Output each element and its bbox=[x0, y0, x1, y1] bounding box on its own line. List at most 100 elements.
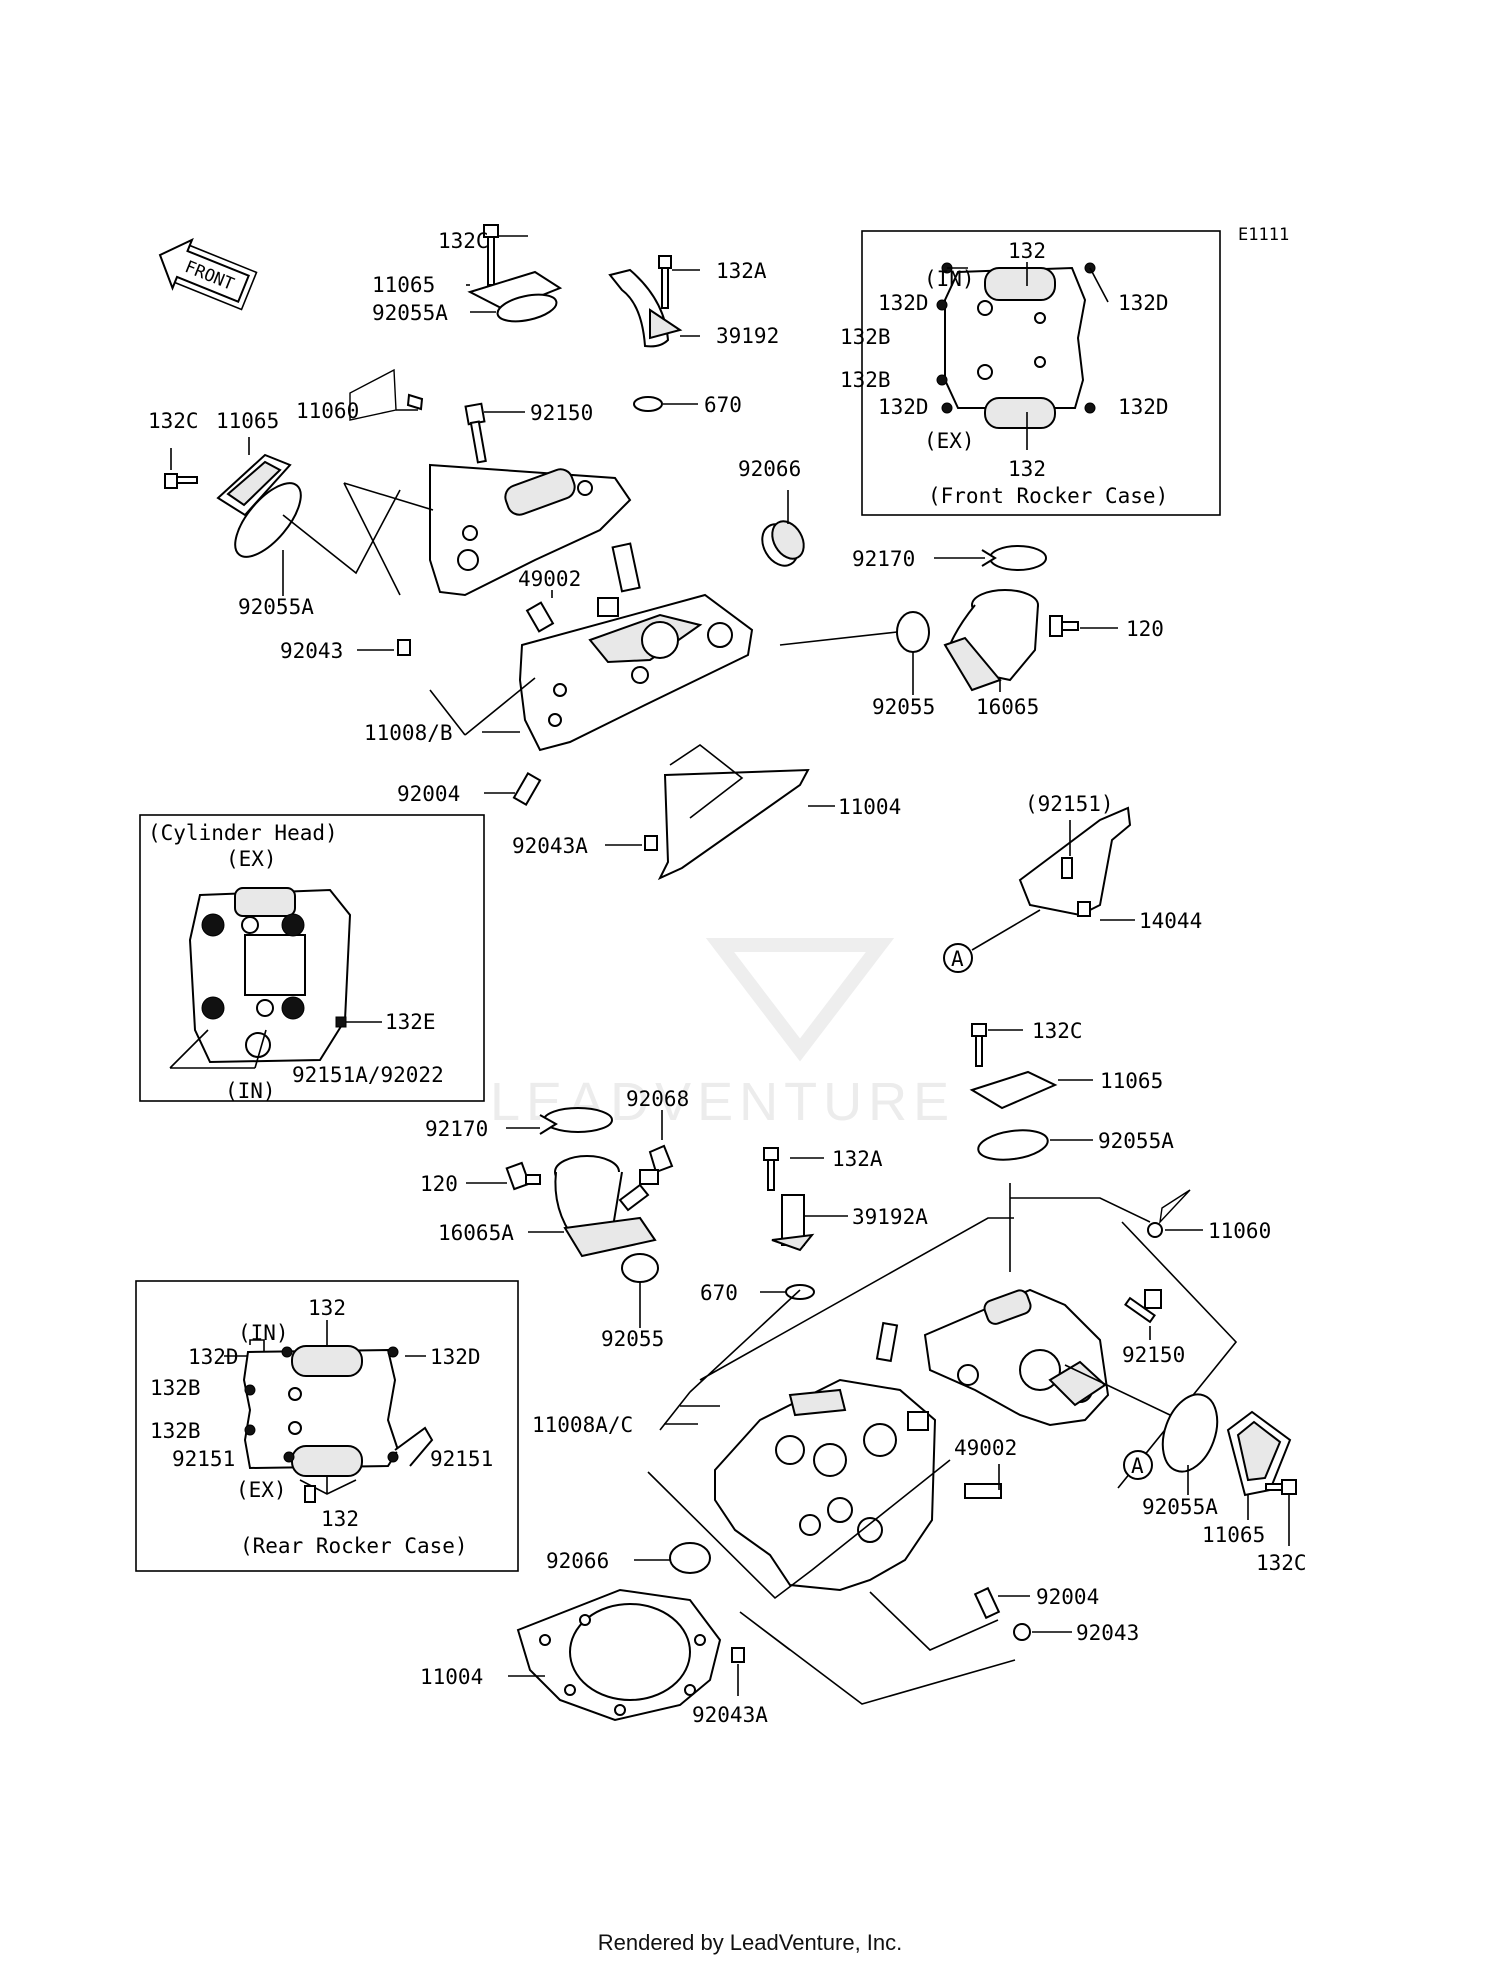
callout-670-mid: 670 bbox=[700, 1281, 738, 1305]
cap-11065-mid bbox=[969, 1070, 1058, 1110]
callout-39192: 39192 bbox=[716, 324, 779, 348]
inset-front-label-bottom: 132 bbox=[1008, 457, 1046, 481]
callout-49002-mid: 49002 bbox=[954, 1436, 1017, 1460]
inset-rear-label-tl: 132D bbox=[188, 1345, 239, 1369]
marker-a-mid bbox=[1123, 1450, 1153, 1480]
stud-92004-bot bbox=[973, 1586, 1001, 1620]
rear-cylinder-assembly: 132C 11065 92055A 92068 92170 bbox=[420, 1019, 1307, 1727]
callout-92150-mid: 92150 bbox=[1122, 1343, 1185, 1367]
marker-a-mid-label: A bbox=[1131, 1454, 1144, 1478]
front-arrow-icon: FRONT bbox=[158, 237, 258, 311]
callout-92055-mid: 92055 bbox=[601, 1327, 664, 1351]
manifold-16065a bbox=[554, 1155, 657, 1258]
guide-49002-mid-b bbox=[964, 1483, 1002, 1499]
oring-670-top bbox=[633, 396, 663, 412]
inset-front-rocker-case: 132 (IN) 132D 132D 132B 132B 132D 132D (… bbox=[840, 230, 1221, 516]
inset-rear-rocker-case: 132 (IN) 132D 132D 132B 132B 92151 92151… bbox=[135, 1280, 519, 1572]
callout-16065a: 16065A bbox=[438, 1221, 514, 1245]
plug-92066-top bbox=[761, 520, 805, 567]
front-cylinder-assembly: 132C 11065 92055A 132A 39192 670 bbox=[148, 224, 1202, 973]
callout-120-mid: 120 bbox=[420, 1172, 458, 1196]
inset-rear-label-top: 132 bbox=[308, 1296, 346, 1320]
callout-92151-paren: (92151) bbox=[1025, 792, 1114, 816]
inset-rear-label-l3: 132B bbox=[150, 1419, 201, 1443]
plug-92066-bot bbox=[669, 1542, 711, 1574]
callout-11065-mid: 11065 bbox=[1100, 1069, 1163, 1093]
oring-92055-mid bbox=[621, 1253, 659, 1283]
callout-670-top: 670 bbox=[704, 393, 742, 417]
callout-11060-top: 11060 bbox=[296, 399, 359, 423]
watermark: LEADVENTURE bbox=[490, 938, 949, 1132]
dowel-11060-mid bbox=[1147, 1222, 1163, 1238]
callout-14044: 14044 bbox=[1139, 909, 1202, 933]
cap-11065-left bbox=[164, 453, 292, 517]
callout-92066-top: 92066 bbox=[738, 457, 801, 481]
callout-120-top: 120 bbox=[1126, 617, 1164, 641]
inset-rear-label-bottom: 132 bbox=[321, 1507, 359, 1531]
guide-49002-top bbox=[525, 542, 641, 633]
bolt-120-mid bbox=[505, 1161, 541, 1191]
cylinder-head-front bbox=[518, 593, 754, 752]
gasket-11004-top bbox=[657, 768, 810, 881]
rocker-case-front bbox=[429, 463, 632, 597]
callout-92170-top: 92170 bbox=[852, 547, 915, 571]
inset-cylinder-label-nut: 92151A/92022 bbox=[292, 1063, 444, 1087]
cylinder-head-rear bbox=[714, 1378, 937, 1592]
oring-92055a-left bbox=[234, 482, 302, 558]
inset-front-label-l2: 132B bbox=[840, 325, 891, 349]
callout-92170-mid: 92170 bbox=[425, 1117, 488, 1141]
inset-front-label-bl: 132D bbox=[878, 395, 929, 419]
bolt-92150-top bbox=[464, 402, 487, 464]
inset-rear-label-br: 92151 bbox=[430, 1447, 493, 1471]
callout-132c-bot: 132C bbox=[1256, 1551, 1307, 1575]
callout-92150-top: 92150 bbox=[530, 401, 593, 425]
callout-92055a-top: 92055A bbox=[372, 301, 448, 325]
callout-92004-top: 92004 bbox=[397, 782, 460, 806]
callout-11060-mid: 11060 bbox=[1208, 1219, 1271, 1243]
callout-16065: 16065 bbox=[976, 695, 1039, 719]
dowel-11060-top bbox=[406, 393, 424, 411]
inset-cylinder-label-bolt: 132E bbox=[385, 1010, 436, 1034]
callout-132a-mid: 132A bbox=[832, 1147, 883, 1171]
dowel-92043-bot bbox=[1013, 1623, 1031, 1641]
inset-rear-label-ex: (EX) bbox=[236, 1478, 287, 1502]
bolt-132c-bot bbox=[1265, 1479, 1297, 1495]
callout-92055a-bot: 92055A bbox=[1142, 1495, 1218, 1519]
inset-front-title: (Front Rocker Case) bbox=[928, 484, 1168, 508]
dowel-92043a-top bbox=[644, 835, 658, 851]
callout-92043a-top: 92043A bbox=[512, 834, 588, 858]
inset-rear-label-in: (IN) bbox=[238, 1321, 289, 1345]
stud-92004-top bbox=[512, 772, 542, 806]
callout-92043-bot: 92043 bbox=[1076, 1621, 1139, 1645]
callout-92043-top: 92043 bbox=[280, 639, 343, 663]
callout-92004-bot: 92004 bbox=[1036, 1585, 1099, 1609]
pipe-39192a bbox=[763, 1147, 815, 1252]
gasket-11004-bot bbox=[516, 1588, 722, 1722]
cap-11065-bot bbox=[1226, 1410, 1292, 1497]
callout-11065-left: 11065 bbox=[216, 409, 279, 433]
oring-92055a-top bbox=[496, 293, 558, 323]
inset-front-label-top: 132 bbox=[1008, 239, 1046, 263]
inset-cylinder-head: (Cylinder Head) (EX) 132E 92151A/92022 (… bbox=[139, 814, 485, 1103]
inset-front-label-ex: (EX) bbox=[924, 429, 975, 453]
bolt-92150-mid bbox=[1124, 1289, 1162, 1324]
diagram-code: E1111 bbox=[1238, 225, 1289, 245]
callout-92066-bot: 92066 bbox=[546, 1549, 609, 1573]
inset-cylinder-title: (Cylinder Head) bbox=[148, 821, 338, 845]
inset-rear-label-tr: 132D bbox=[430, 1345, 481, 1369]
oring-92055-top bbox=[896, 611, 930, 653]
bolt-120-top bbox=[1049, 615, 1079, 637]
inset-front-label-tr1: 132D bbox=[1118, 291, 1169, 315]
inset-front-label-br: 132D bbox=[1118, 395, 1169, 419]
inset-rear-label-l2: 132B bbox=[150, 1376, 201, 1400]
callout-92043a-bot: 92043A bbox=[692, 1703, 768, 1727]
clamp-92170-mid bbox=[539, 1107, 613, 1135]
callout-132c-top: 132C bbox=[438, 229, 489, 253]
bracket-14044 bbox=[1018, 806, 1132, 917]
oring-92055a-bot bbox=[1161, 1393, 1219, 1473]
marker-a-top bbox=[943, 943, 973, 973]
inset-front-label-l3: 132B bbox=[840, 368, 891, 392]
callout-39192a: 39192A bbox=[852, 1205, 928, 1229]
inset-cylinder-label-in: (IN) bbox=[225, 1079, 276, 1103]
